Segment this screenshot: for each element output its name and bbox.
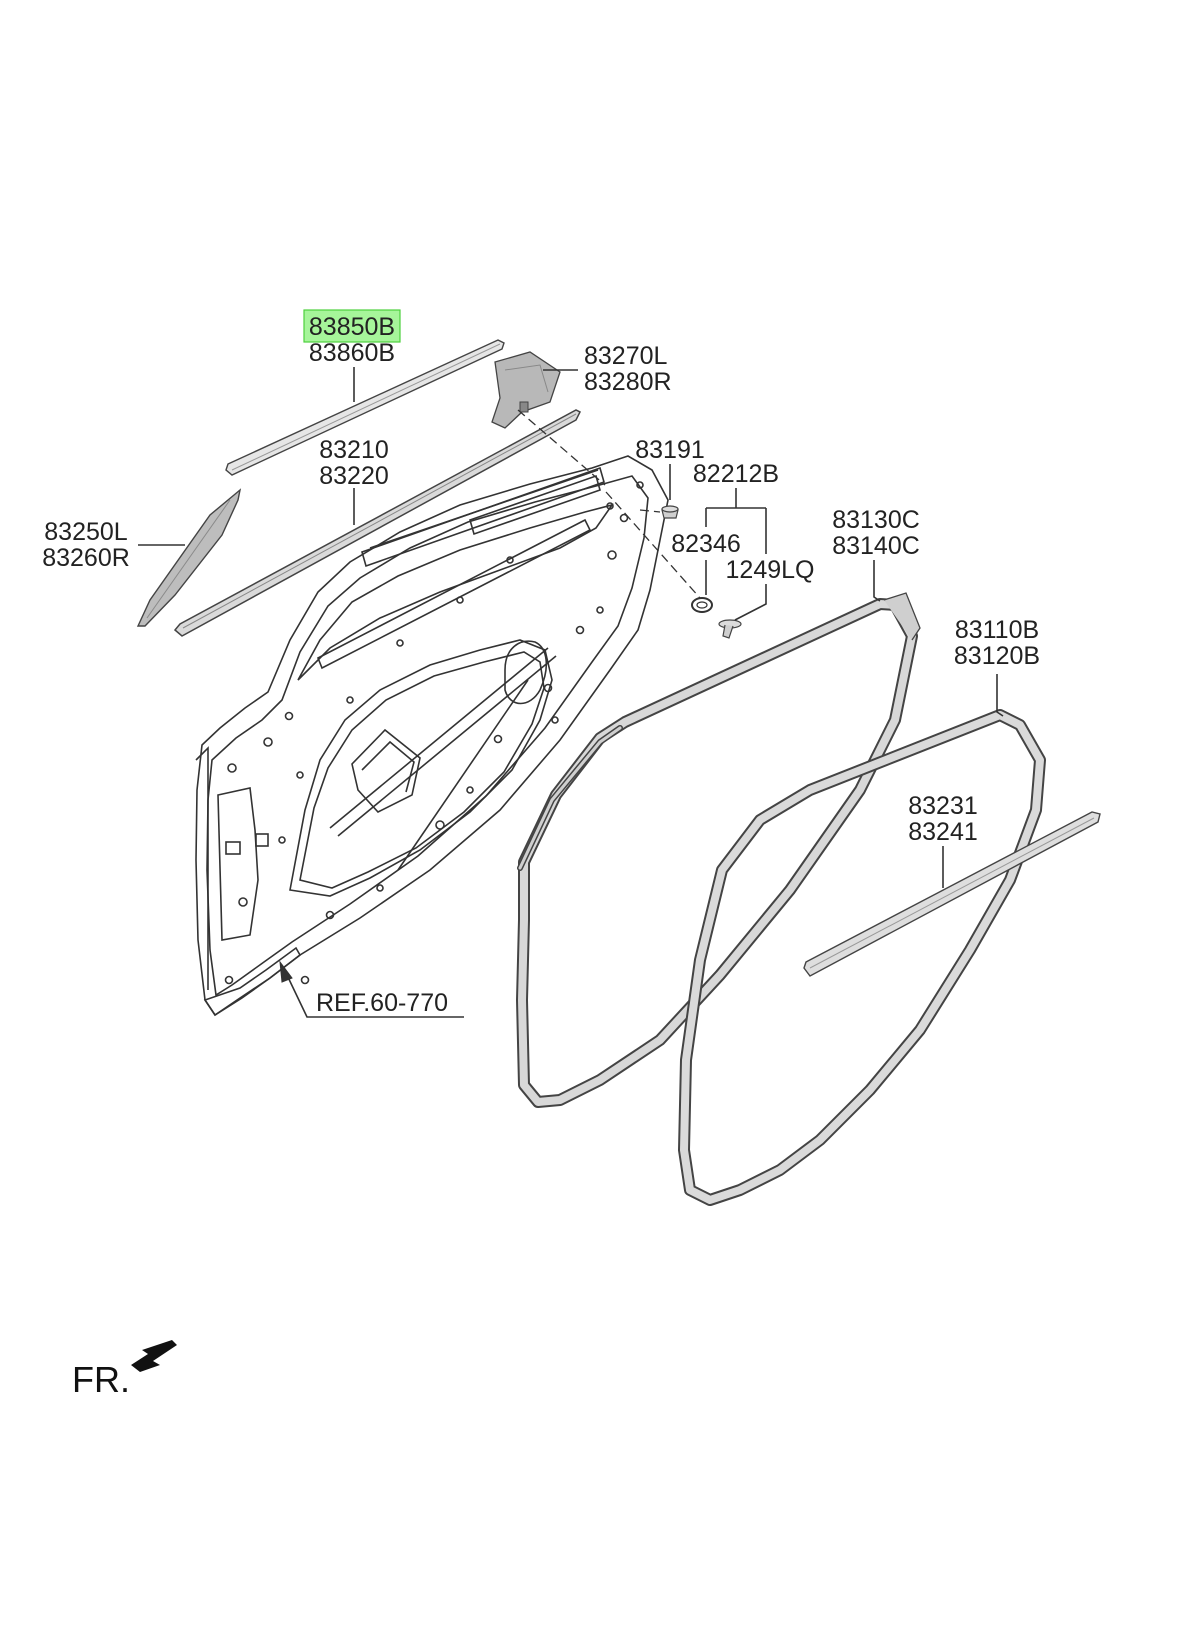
label-1249lq: 1249LQ (726, 556, 815, 584)
front-arrow-icon (131, 1340, 177, 1372)
part-83231-lower-strip (803, 811, 1101, 977)
leader-lines (138, 367, 1004, 1018)
label-83110b: 83110B (955, 616, 1039, 644)
part-83130c-weatherstrip (516, 592, 921, 1108)
label-83250l: 83250L (44, 518, 128, 546)
label-82346: 82346 (671, 530, 741, 558)
part-83191-clip (661, 505, 679, 519)
part-83850b-strip (225, 339, 505, 476)
label-83120b: 83120B (954, 642, 1040, 670)
label-83210: 83210 (319, 436, 389, 464)
part-83250l-delta-trim (136, 488, 242, 627)
label-83140c: 83140C (832, 532, 920, 560)
label-83191: 83191 (635, 436, 705, 464)
label-82212b: 82212B (693, 460, 779, 488)
part-82346-grommet (691, 597, 713, 613)
label-83220: 83220 (319, 462, 389, 490)
label-83850b: 83850B (309, 313, 395, 341)
front-indicator-label: FR. (72, 1359, 130, 1400)
part-83110b-weatherstrip (678, 709, 1046, 1206)
label-83280r: 83280R (584, 368, 672, 396)
label-83241: 83241 (908, 818, 978, 846)
highlight-83850b (303, 309, 401, 343)
label-ref-60-770: REF.60-770 (316, 989, 448, 1017)
part-83210-belt-molding (173, 409, 582, 637)
part-1249lq-screw (718, 619, 742, 639)
label-83231: 83231 (908, 792, 978, 820)
label-83860b: 83860B (309, 339, 395, 367)
labels: 83850B 83860B 83270L 83280R 83210 83220 … (42, 313, 1040, 1400)
install-dashed-lines (517, 409, 701, 599)
label-83130c: 83130C (832, 506, 920, 534)
part-83270l-corner (491, 351, 561, 429)
label-83270l: 83270L (584, 342, 668, 370)
door-inner-panel (195, 455, 669, 1017)
label-83260r: 83260R (42, 544, 130, 572)
